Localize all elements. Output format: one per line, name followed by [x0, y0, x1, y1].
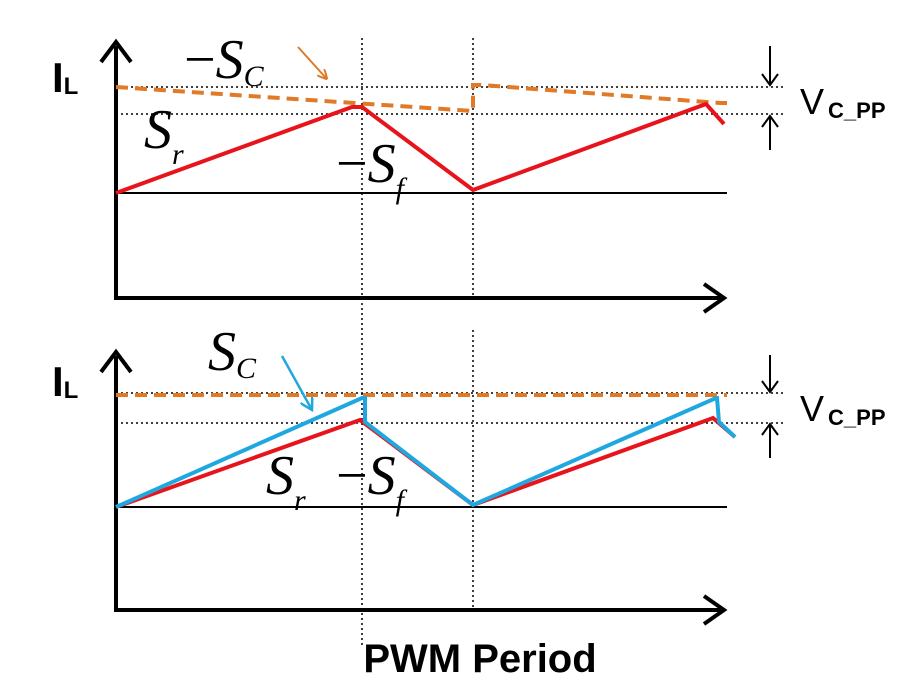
top-fall-slope-label: −Sf [336, 133, 408, 205]
top-vc-arrowhead-down [761, 73, 779, 87]
bottom-slope-comp-label: SC [208, 321, 257, 385]
bottom-y-axis-label: IL [52, 358, 78, 405]
bottom-sc-pointer-arrow [280, 355, 312, 410]
x-axis-caption: PWM Period [363, 637, 596, 681]
bottom-x-axis-arrowhead [702, 594, 728, 626]
bottom-vc-arrowhead-down [761, 380, 779, 394]
top-slope-comp-label: −SC [184, 29, 265, 93]
top-vc-arrowhead-up [761, 114, 779, 128]
top-x-axis-arrowhead [702, 282, 728, 314]
bottom-slope-sum-ramp [115, 396, 737, 509]
top-compensation-ramp [115, 83, 727, 114]
bottom-vc-arrowhead-up [761, 422, 779, 436]
top-y-axis-arrowhead [99, 38, 133, 64]
bottom-rise-slope-label: Sr [266, 445, 306, 517]
top-compensation-pointer-arrow [297, 46, 326, 78]
top-y-axis-label: IL [52, 54, 78, 101]
top-inductor-current [115, 101, 726, 195]
bottom-fall-slope-label: −Sf [336, 445, 408, 517]
top-rise-slope-label: Sr [144, 99, 184, 171]
bottom-y-axis-arrowhead [99, 348, 133, 374]
